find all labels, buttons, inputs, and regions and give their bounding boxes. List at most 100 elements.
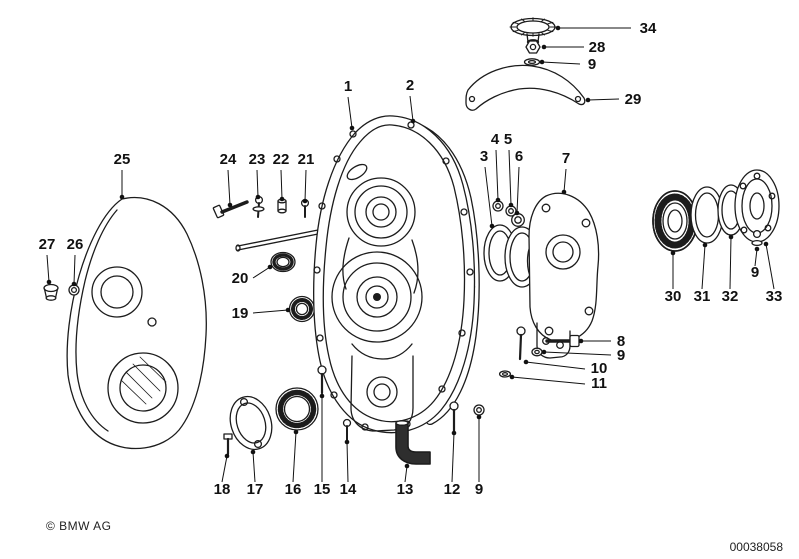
part-washer-9-bottom <box>473 404 485 416</box>
callout-24: 24 <box>220 151 237 208</box>
leader-line <box>511 376 586 385</box>
leader-line <box>252 451 256 483</box>
part-bolt-8 <box>545 334 580 348</box>
leader-dot <box>585 97 591 103</box>
part-ring-6 <box>511 213 525 227</box>
leader-dot <box>728 234 734 240</box>
part-breather-hose-13 <box>395 420 431 465</box>
callout-label: 19 <box>232 305 249 322</box>
callout-label: 5 <box>504 131 512 148</box>
leader-dot <box>71 281 77 287</box>
part-bolt-24 <box>212 200 249 219</box>
leader-dot <box>119 194 125 200</box>
callout-label: 22 <box>273 151 290 168</box>
callout-32: 32 <box>722 234 739 305</box>
callout-21: 21 <box>298 151 314 204</box>
part-gasket-16 <box>275 387 319 431</box>
part-breather-cover-29 <box>465 64 586 111</box>
callout-label: 16 <box>285 481 302 498</box>
leader-dot <box>754 246 760 252</box>
leader-dot <box>495 197 501 203</box>
callout-14: 14 <box>340 439 357 498</box>
part-inspection-cover-17 <box>229 395 273 451</box>
leader-dot <box>541 44 547 50</box>
leader-line <box>221 455 228 483</box>
part-bolt-12 <box>449 401 459 433</box>
leader-dot <box>702 242 708 248</box>
leader-dot <box>670 250 676 256</box>
leader-dot <box>46 279 52 285</box>
part-cover-plate-33 <box>734 169 780 243</box>
callout-9: 9 <box>475 414 483 498</box>
copyright-note: © BMW AG <box>46 519 112 533</box>
callout-28: 28 <box>541 39 605 56</box>
part-plug-27 <box>43 283 59 301</box>
callout-label: 29 <box>625 91 642 108</box>
callout-4: 4 <box>491 131 501 203</box>
callout-label: 7 <box>562 150 570 167</box>
leader-line <box>256 169 259 198</box>
leader-line <box>73 254 76 285</box>
leader-dot <box>302 198 308 204</box>
leader-line <box>484 166 493 227</box>
part-bearing-30 <box>652 190 698 252</box>
callout-label: 6 <box>515 148 523 165</box>
leader-line <box>227 169 231 206</box>
callout-9: 9 <box>541 347 625 364</box>
callout-label: 32 <box>722 288 739 305</box>
leader-line <box>252 266 271 279</box>
callout-label: 2 <box>406 77 414 94</box>
part-bolt-9-right <box>751 229 763 247</box>
callout-1: 1 <box>344 78 355 131</box>
leader-line <box>495 149 499 201</box>
callout-label: 4 <box>491 131 500 148</box>
part-washer-9-mid <box>531 347 543 357</box>
callout-34: 34 <box>555 20 657 37</box>
leader-line <box>525 361 586 370</box>
part-shim-4 <box>492 200 504 212</box>
callout-label: 20 <box>232 270 249 287</box>
callout-8: 8 <box>578 333 625 350</box>
callout-label: 13 <box>397 481 414 498</box>
part-bearing-housing-7 <box>528 192 600 359</box>
callout-label: 18 <box>214 481 231 498</box>
leader-dot <box>523 359 529 365</box>
callout-18: 18 <box>214 453 231 498</box>
callout-29: 29 <box>585 91 642 108</box>
callout-label: 3 <box>480 148 488 165</box>
part-chaincase-cover <box>66 196 207 450</box>
leader-dot <box>509 374 515 380</box>
callout-label: 8 <box>617 333 625 350</box>
callout-label: 1 <box>344 78 352 95</box>
part-screw-14 <box>342 418 352 441</box>
callout-label: 11 <box>591 375 607 392</box>
leader-line <box>404 465 408 483</box>
leader-line <box>754 248 758 267</box>
leader-line <box>280 169 283 200</box>
leader-line <box>508 149 512 206</box>
callout-9: 9 <box>751 246 760 281</box>
leader-dot <box>285 307 291 313</box>
leader-line <box>46 254 50 283</box>
leader-line <box>304 169 307 202</box>
callout-2: 2 <box>406 77 416 124</box>
leader-dot <box>319 393 325 399</box>
callout-13: 13 <box>397 463 414 498</box>
leader-line <box>729 236 732 290</box>
part-oil-seal-19 <box>288 295 316 323</box>
leader-dot <box>555 25 561 31</box>
callout-label: 31 <box>694 288 711 305</box>
leader-line <box>252 309 289 314</box>
leader-dot <box>344 439 350 445</box>
leader-dot <box>561 189 567 195</box>
leader-line <box>563 168 567 193</box>
callout-label: 15 <box>314 481 331 498</box>
leader-dot <box>349 125 355 131</box>
callout-label: 30 <box>665 288 682 305</box>
leader-dot <box>267 264 273 270</box>
callout-label: 33 <box>766 288 783 305</box>
leader-line <box>587 98 620 101</box>
leader-dot <box>476 414 482 420</box>
